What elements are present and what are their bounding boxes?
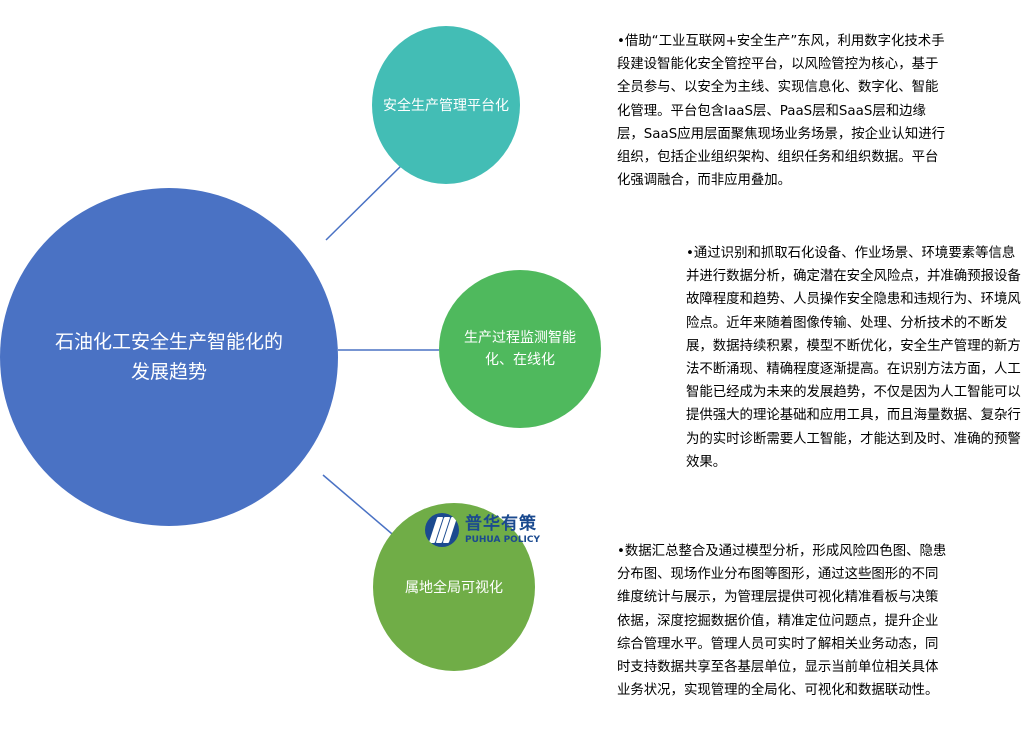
central-topic-node: 石油化工安全生产智能化的发展趋势 <box>0 188 338 526</box>
node-platform-description: •借助“工业互联网+安全生产”东风，利用数字化技术手段建设智能化安全管控平台，以… <box>617 34 946 189</box>
node-visualization-description: •数据汇总整合及通过模型分析，形成风险四色图、隐患分布图、现场作业分布图等图形，… <box>617 544 947 699</box>
connector-platform <box>325 161 406 241</box>
node-monitoring: 生产过程监测智能化、在线化 <box>439 270 601 428</box>
logo-name-en: PUHUA POLICY <box>465 534 541 545</box>
node-monitoring-label: 生产过程监测智能化、在线化 <box>464 330 576 368</box>
node-platform-label: 安全生产管理平台化 <box>383 98 509 114</box>
node-platform: 安全生产管理平台化 <box>372 26 520 184</box>
logo-icon <box>425 513 459 547</box>
node-monitoring-description: •通过识别和抓取石化设备、作业场景、环境要素等信息并进行数据分析，确定潜在安全风… <box>686 246 1021 470</box>
node-visualization-label: 属地全局可视化 <box>405 580 503 596</box>
logo-name-cn: 普华有策 <box>465 513 537 534</box>
central-topic-label: 石油化工安全生产智能化的发展趋势 <box>54 331 283 383</box>
brand-logo: 普华有策 PUHUA POLICY <box>425 507 555 553</box>
